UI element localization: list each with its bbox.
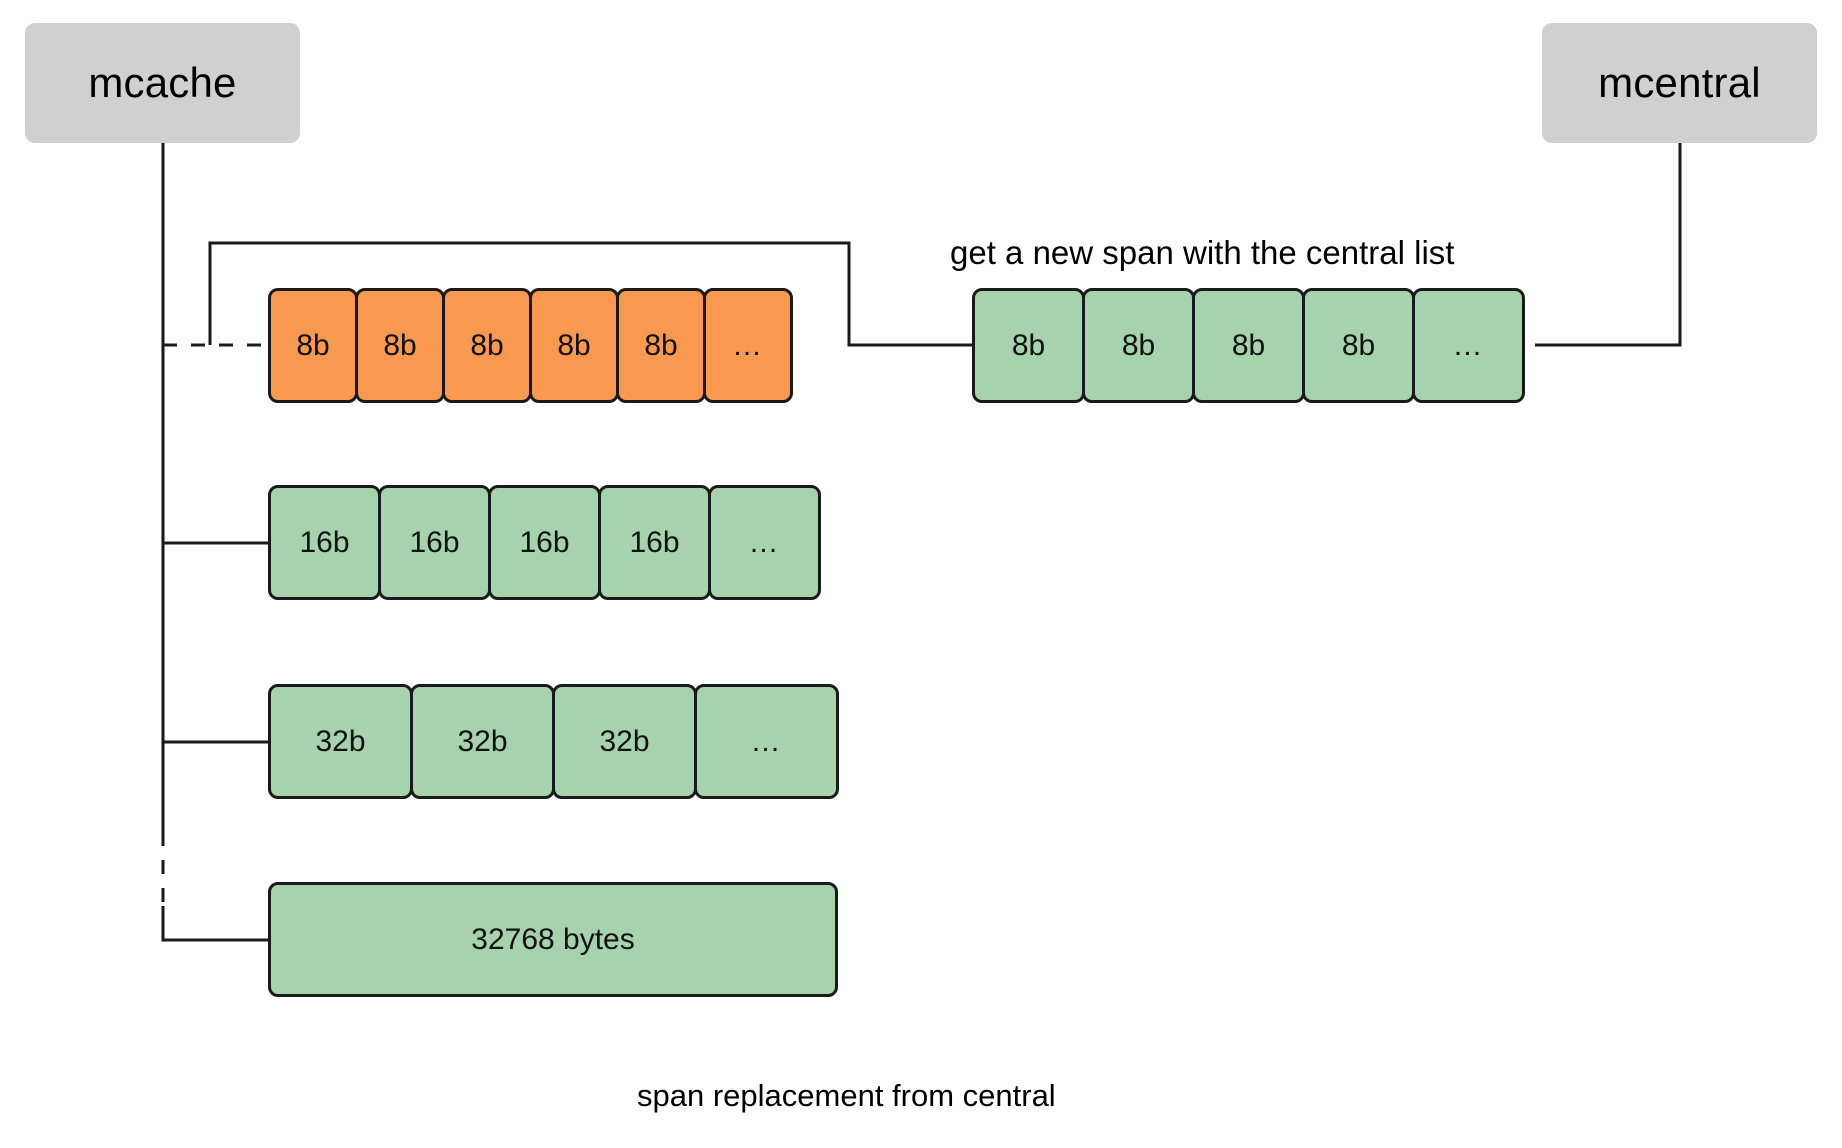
mcache-trunk-tail: [161, 906, 268, 942]
mcentral-trunk-line: [1535, 143, 1682, 347]
node-mcentral-label: mcentral: [1598, 59, 1761, 106]
span-cell[interactable]: 8b: [355, 288, 445, 403]
span-row-16b[interactable]: 16b 16b 16b 16b …: [268, 485, 821, 600]
span-cell[interactable]: 8b: [972, 288, 1085, 403]
span-cell-ellipsis[interactable]: …: [694, 684, 839, 799]
span-cell[interactable]: 32b: [410, 684, 555, 799]
span-cell-ellipsis[interactable]: …: [703, 288, 793, 403]
span-cell[interactable]: 8b: [616, 288, 706, 403]
span-large-object[interactable]: 32768 bytes: [268, 882, 838, 997]
span-row-32b[interactable]: 32b 32b 32b …: [268, 684, 839, 799]
span-cell[interactable]: 8b: [1082, 288, 1195, 403]
span-cell-ellipsis[interactable]: …: [708, 485, 821, 600]
span-cell[interactable]: 16b: [378, 485, 491, 600]
node-mcentral[interactable]: mcentral: [1542, 23, 1817, 143]
span-cell[interactable]: 16b: [488, 485, 601, 600]
node-mcache-label: mcache: [88, 59, 237, 106]
span-large-object-label: 32768 bytes: [471, 922, 635, 956]
span-row-central-8b[interactable]: 8b 8b 8b 8b …: [972, 288, 1525, 403]
span-cell[interactable]: 16b: [268, 485, 381, 600]
node-mcache[interactable]: mcache: [25, 23, 300, 143]
annotation-get-new-span: get a new span with the central list: [950, 234, 1455, 271]
span-cell-ellipsis[interactable]: …: [1412, 288, 1525, 403]
span-cell[interactable]: 16b: [598, 485, 711, 600]
span-cell[interactable]: 8b: [268, 288, 358, 403]
span-cell[interactable]: 8b: [1192, 288, 1305, 403]
span-cell[interactable]: 8b: [442, 288, 532, 403]
diagram-caption: span replacement from central: [637, 1078, 1056, 1113]
span-row-8b[interactable]: 8b 8b 8b 8b 8b …: [268, 288, 793, 403]
span-cell[interactable]: 32b: [268, 684, 413, 799]
span-cell[interactable]: 32b: [552, 684, 697, 799]
span-cell[interactable]: 8b: [1302, 288, 1415, 403]
span-cell[interactable]: 8b: [529, 288, 619, 403]
